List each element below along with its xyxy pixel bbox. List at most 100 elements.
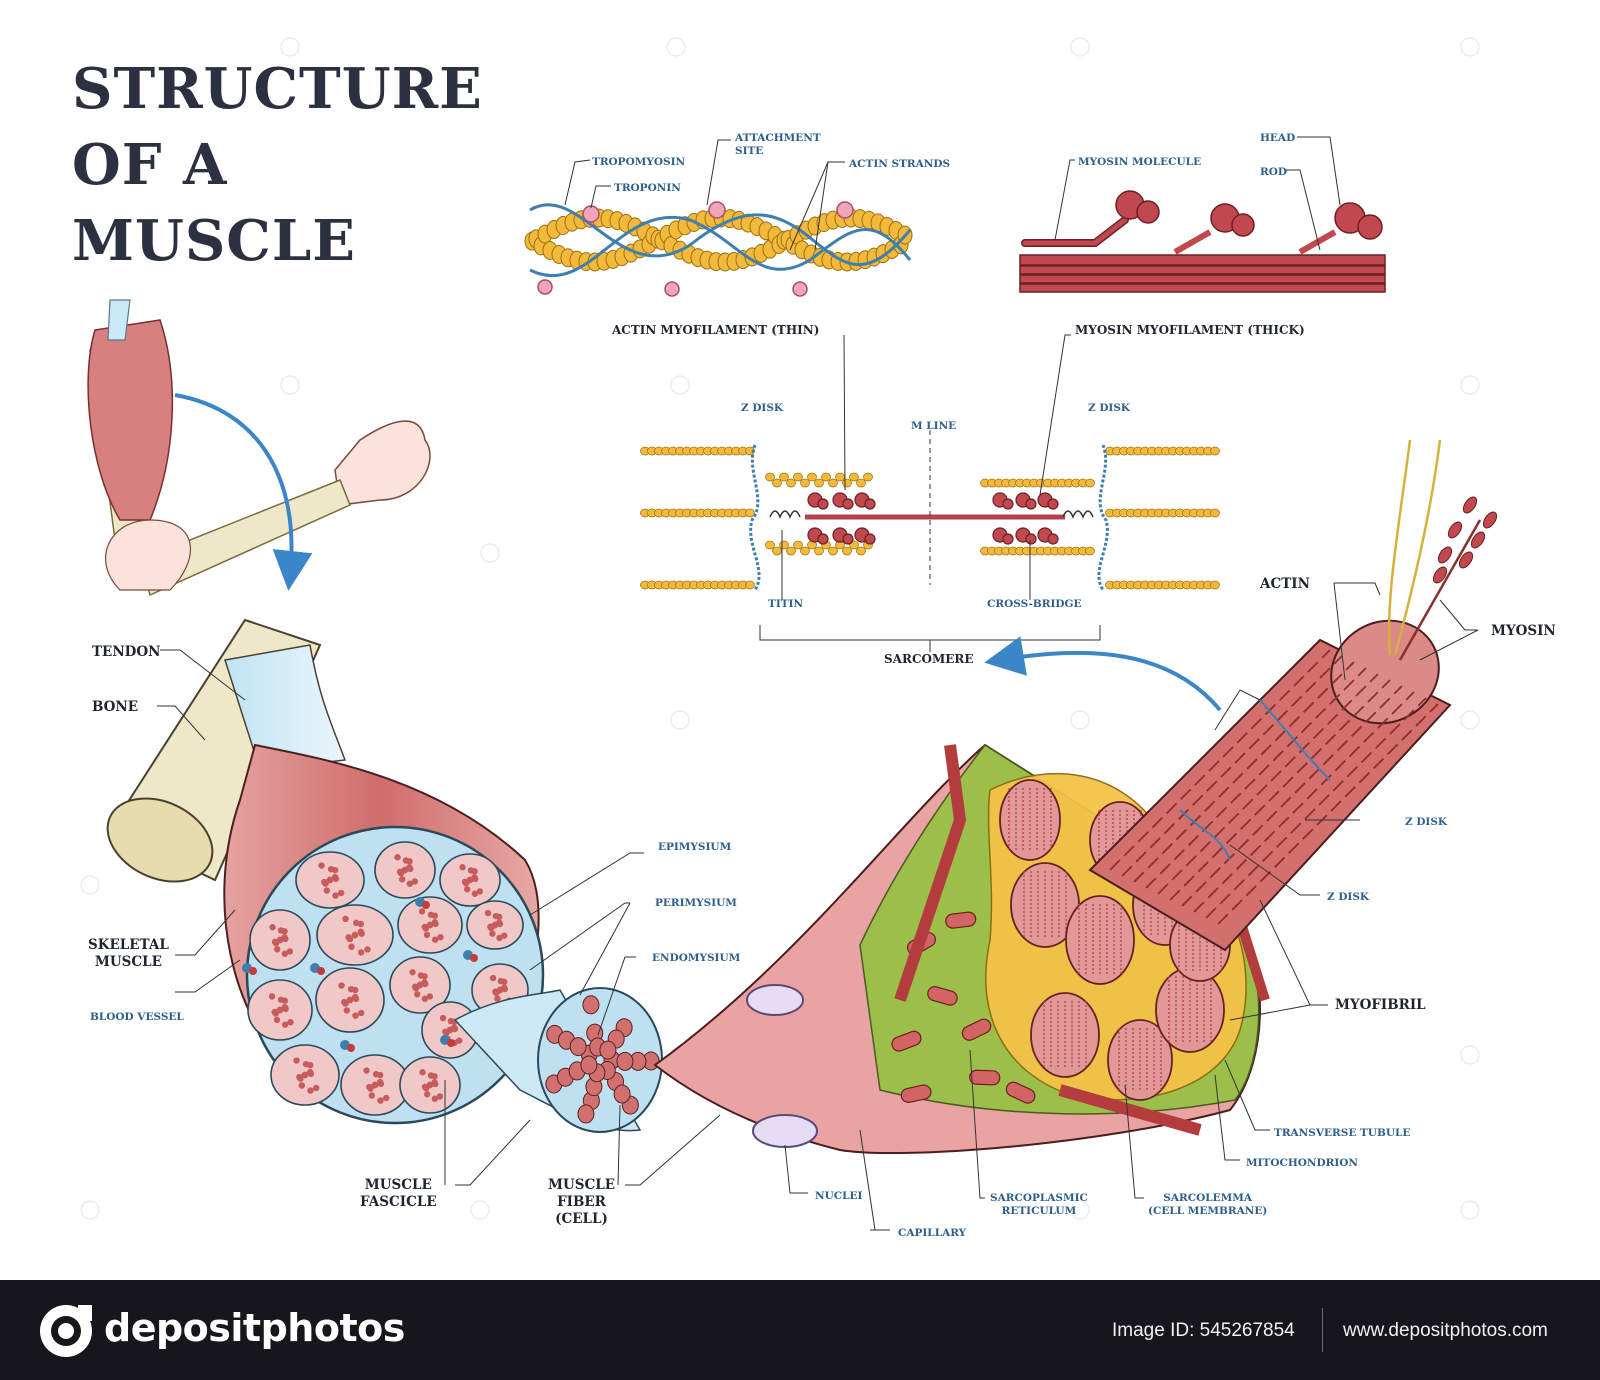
label-myosin-myofilament: MYOSIN MYOFILAMENT (THICK) xyxy=(1075,323,1305,337)
myosin-head xyxy=(817,533,829,545)
fiber-dot xyxy=(394,854,401,861)
label-actin: ACTIN xyxy=(1260,576,1310,592)
diagram-canvas: STRUCTURE OF A MUSCLE TROPOMYOSIN TROPON… xyxy=(72,37,1556,1239)
fiber-dot xyxy=(338,982,345,989)
fiber-dot xyxy=(426,1081,434,1089)
image-id-text: Image ID: 545267854 xyxy=(1112,1320,1295,1341)
muscle-fiber xyxy=(599,1040,617,1060)
fiber-dot xyxy=(421,995,429,1002)
label-cross-bridge: CROSS-BRIDGE xyxy=(987,598,1082,610)
myofibril-stripe xyxy=(1217,703,1439,925)
label-endomysium: ENDOMYSIUM xyxy=(652,952,741,964)
depositphotos-logo-icon xyxy=(40,1305,92,1357)
myosin-head xyxy=(1462,496,1478,514)
thin-filament-bead xyxy=(821,472,831,482)
fiber-dot xyxy=(306,1061,314,1069)
thin-filament-bead xyxy=(765,472,775,482)
fiber-dot xyxy=(501,985,509,993)
thin-filament-bead xyxy=(1210,446,1220,456)
fiber-dot xyxy=(421,923,428,931)
fiber-dot xyxy=(282,935,289,943)
footer-bar: depositphotos Image ID: 545267854 www.de… xyxy=(0,1280,1600,1380)
fiber-dot xyxy=(489,974,497,982)
label-bone: BONE xyxy=(92,699,139,715)
fiber-dot xyxy=(432,1080,439,1088)
blood-vessel-dot xyxy=(470,954,478,962)
thin-filament-bead xyxy=(793,472,803,482)
label-z-disk-left: Z DISK xyxy=(741,402,784,414)
fiber-dot xyxy=(446,1026,454,1034)
label-tropomyosin: TROPOMYOSIN xyxy=(592,156,686,168)
fiber-dot xyxy=(332,892,339,899)
fiber-dot xyxy=(269,924,276,931)
label-head: HEAD xyxy=(1260,132,1296,144)
thin-filament-bead xyxy=(863,472,873,482)
fiber-dot xyxy=(406,858,413,865)
title-line-1: STRUCTURE xyxy=(72,56,483,122)
thin-filament-bead xyxy=(1210,580,1220,590)
fiber-dot xyxy=(382,1094,390,1102)
muscle-fiber xyxy=(616,1051,634,1071)
brand-name: depositphotos xyxy=(104,1306,405,1350)
fiber-dot xyxy=(343,1007,351,1014)
myosin-head xyxy=(1047,498,1059,510)
fiber-dot xyxy=(298,1082,306,1089)
fiber-dot xyxy=(476,888,484,895)
label-z-disk-a: Z DISK xyxy=(1405,816,1448,828)
muscle-fiber xyxy=(577,1104,595,1124)
blood-vessel-dot xyxy=(447,1039,455,1047)
fiber-dot xyxy=(368,1092,376,1099)
fiber-dot xyxy=(293,1057,300,1064)
label-muscle-fiber: MUSCLE FIBER (CELL) xyxy=(548,1177,615,1227)
myofibril-cylinder xyxy=(984,439,1498,1021)
fiber-dot xyxy=(337,889,345,897)
label-sarcoplasmic-reticulum: SARCOPLASMIC RETICULUM xyxy=(990,1192,1088,1217)
myofibril-stripe xyxy=(1157,673,1379,895)
label-titin: TITIN xyxy=(768,598,804,610)
fiber-dot xyxy=(413,991,421,998)
arm-illustration xyxy=(87,299,431,597)
organelle xyxy=(891,1030,922,1052)
thin-filament-bead xyxy=(786,546,796,556)
thin-filament-bead xyxy=(772,478,782,488)
blood-vessel-dot xyxy=(347,1044,355,1052)
label-capillary: CAPILLARY xyxy=(898,1227,967,1239)
fiber-dot xyxy=(496,934,503,942)
fiber-dot xyxy=(431,1073,438,1080)
fiber-dot xyxy=(351,931,359,939)
thin-filament-bead xyxy=(814,478,824,488)
myosin-head xyxy=(842,533,854,545)
site-url-link[interactable]: www.depositphotos.com xyxy=(1343,1320,1548,1341)
fiber-dot xyxy=(332,875,340,883)
fiber-dot xyxy=(357,949,365,956)
fiber-dot xyxy=(421,973,428,980)
muscle-fiber xyxy=(580,1055,598,1075)
fiber-dot xyxy=(276,1006,284,1014)
myosin-head xyxy=(842,498,854,510)
fiber-dot xyxy=(466,876,474,884)
fiber-dot xyxy=(377,1080,385,1088)
myosin-head xyxy=(1047,533,1059,545)
label-m-line: M LINE xyxy=(911,420,957,432)
fiber-dot xyxy=(282,1005,289,1013)
fiber-dot xyxy=(461,878,469,886)
label-attachment-site: ATTACHMENT SITE xyxy=(735,132,821,157)
myofibril-stripe xyxy=(1193,691,1415,913)
fiber-dot xyxy=(331,866,339,874)
fiber-dot xyxy=(351,986,359,994)
myofibril-stripe xyxy=(1205,697,1427,919)
fiber-dot xyxy=(352,995,360,1003)
label-z-disk-b: Z DISK xyxy=(1327,891,1370,903)
fiber-dot xyxy=(431,912,439,919)
fiber-dot xyxy=(307,1070,315,1078)
thin-filament-bead xyxy=(842,546,852,556)
myosin-head xyxy=(1470,531,1486,549)
actin-filament-illustration xyxy=(524,139,913,297)
fiber-dot xyxy=(501,978,508,986)
fiber-dot xyxy=(422,980,429,988)
fiber-dot xyxy=(411,983,419,991)
fiber-dot xyxy=(357,1009,365,1017)
fiber-dot xyxy=(321,878,328,886)
footer-divider xyxy=(1322,1308,1323,1352)
muscle-structure-illustration xyxy=(80,37,1498,1231)
